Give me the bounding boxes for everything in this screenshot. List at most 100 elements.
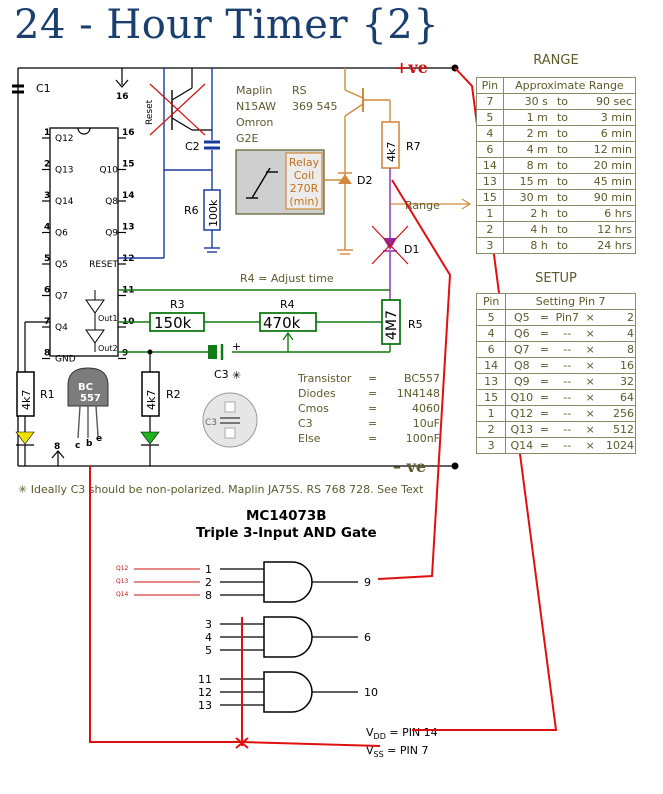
svg-text:557: 557	[80, 393, 101, 404]
negative-terminal	[451, 462, 459, 470]
range-caption: RANGE	[533, 53, 579, 68]
gate-input-pin: 13	[198, 699, 212, 712]
diode-d2: D2	[338, 172, 372, 187]
parts-list: Transistor=BC557Diodes=1N4148Cmos=4060C3…	[297, 372, 440, 445]
svg-text:Q8: Q8	[105, 197, 118, 207]
range-arrow: Range	[390, 198, 472, 212]
svg-text:3: 3	[44, 191, 50, 201]
vdd-label: VDD = PIN 14	[366, 726, 438, 741]
svg-text:4k7: 4k7	[385, 142, 398, 162]
resistor-r2: 4k7 R2	[140, 352, 181, 466]
relay-info-a: G2E	[236, 132, 259, 145]
gate-input-label: Q13	[116, 578, 129, 585]
svg-text:R7: R7	[406, 140, 421, 153]
svg-text:8: 8	[54, 442, 60, 452]
svg-text:100k: 100k	[207, 199, 220, 227]
svg-text:+: +	[232, 340, 241, 353]
svg-text:c: c	[75, 441, 80, 451]
svg-text:D2: D2	[357, 174, 372, 187]
relay-info-a: Omron	[236, 116, 273, 129]
gate-input-pin: 3	[205, 618, 212, 631]
vss-label: VSS = PIN 7	[366, 744, 429, 759]
svg-text:GND: GND	[55, 355, 76, 365]
svg-text:C2: C2	[185, 140, 200, 153]
part-name: Else	[298, 432, 321, 445]
resistor-r3: 150k R3	[149, 298, 205, 332]
svg-text:R2: R2	[166, 388, 181, 401]
gate-output-pin: 6	[364, 631, 371, 644]
gate-output-pin: 10	[364, 686, 378, 699]
and-gate-title: MC14073B	[246, 508, 327, 524]
r4-note: R4 = Adjust time	[240, 272, 334, 285]
svg-text:RESET: RESET	[89, 260, 118, 270]
gate-input-pin: 11	[198, 673, 212, 686]
svg-text:150k: 150k	[154, 314, 192, 332]
svg-text:16: 16	[122, 128, 135, 138]
svg-text:Reset: Reset	[145, 99, 155, 125]
resistor-r4: 470k R4	[259, 298, 317, 332]
capacitor-c1: C1	[12, 82, 51, 95]
gate-input-pin: 4	[205, 631, 212, 644]
svg-text:=: =	[368, 417, 377, 430]
svg-text:6: 6	[44, 286, 50, 296]
resistor-r6: 100k R6	[184, 189, 221, 253]
svg-text:5: 5	[44, 254, 50, 264]
svg-text:4: 4	[44, 223, 50, 233]
footnote: ✳ Ideally C3 should be non-polarized. Ma…	[18, 483, 424, 496]
svg-text:8: 8	[44, 349, 50, 359]
c3-illustration: C3	[202, 392, 258, 448]
resistor-r1: 4k7 R1	[15, 321, 55, 466]
svg-text:C1: C1	[36, 82, 51, 95]
relay-coil-text: Relay	[289, 156, 320, 169]
gate-output-pin: 9	[364, 576, 371, 589]
relay-info-a: Maplin	[236, 84, 272, 97]
diode-d1: D1	[371, 225, 419, 300]
part-value: 4060	[412, 402, 440, 415]
resistor-r5: 4M7 R5	[381, 299, 423, 345]
page-title: 24 - Hour Timer {2}	[14, 2, 440, 48]
part-value: BC557	[404, 372, 440, 385]
capacitor-c2: C2	[185, 68, 220, 190]
svg-text:C3: C3	[205, 418, 217, 428]
svg-text:Q6: Q6	[55, 229, 68, 239]
range-header-pin: Pin	[476, 77, 504, 94]
svg-text:Q14: Q14	[55, 197, 74, 207]
svg-text:2: 2	[44, 160, 50, 170]
svg-text:R4: R4	[280, 298, 295, 311]
setup-header-pin: Pin	[475, 293, 507, 310]
gate-input-pin: 8	[205, 589, 212, 602]
inverter-buffers: Out1 Out2	[85, 290, 118, 353]
svg-text:=: =	[368, 387, 377, 400]
svg-text:Q13: Q13	[55, 166, 74, 176]
svg-text:R6: R6	[184, 204, 199, 217]
relay-info-b: 369 545	[292, 100, 338, 113]
capacitor-c3: + C3 ✳	[208, 340, 241, 382]
svg-text:=: =	[368, 432, 377, 445]
svg-text:=: =	[368, 402, 377, 415]
part-value: 100nF	[406, 432, 440, 445]
svg-text:4M7: 4M7	[384, 310, 400, 340]
svg-text:Range: Range	[405, 199, 440, 212]
svg-text:13: 13	[122, 223, 135, 233]
gate-input-pin: 2	[205, 576, 212, 589]
bc557-drawing: BC 557 c b e	[67, 367, 109, 451]
svg-text:C3: C3	[214, 368, 229, 381]
